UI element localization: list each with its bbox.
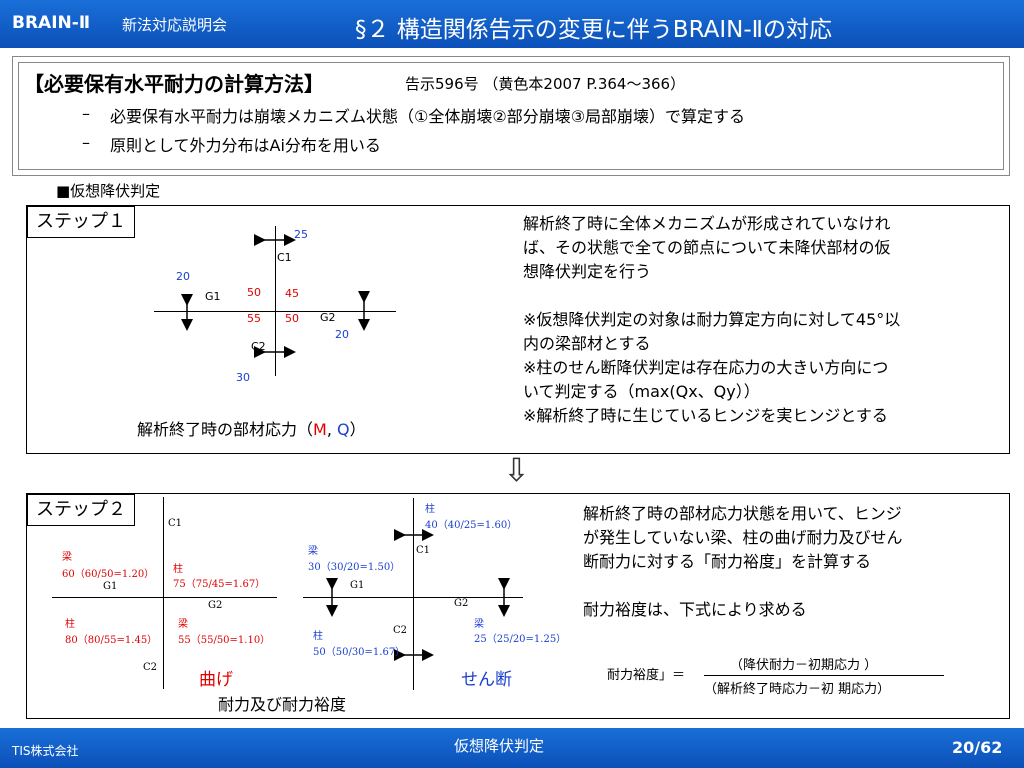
column-label-c2: C2 [251,340,266,353]
fraction-bar [704,675,944,676]
step2-box [26,493,1010,719]
beam-label-g2: G2 [320,311,336,324]
column-label: 柱 [65,619,75,630]
caption-q: Q [337,420,350,439]
footer-company: TIS株式会社 [12,744,79,758]
moment-value: 50 [247,286,261,299]
down-arrow-icon: ⇩ [503,451,530,489]
description-line: 想降伏判定を行う [523,262,652,281]
formula-numerator: （降伏耐力－初期応力 ） [730,658,878,673]
beam-label: 梁 [474,619,484,630]
column-value: 75（75/45=1.67） [173,579,266,590]
header-bar: BRAIN-Ⅱ 新法対応説明会 §２ 構造関係告示の変更に伴うBRAIN-Ⅱの対… [0,0,1024,48]
formula-lhs: 耐力裕度」＝ [607,668,686,683]
bending-title: 曲げ [199,670,233,690]
description-line: ※仮想降伏判定の対象は耐力算定方向に対して45°以 [523,310,901,329]
column-line [163,497,164,689]
column-label: 柱 [173,564,183,575]
page-number: 20/62 [952,738,1003,757]
step2-description: 解析終了時の部材応力状態を用いて、ヒンジ が発生していない梁、柱の曲げ耐力及びせ… [583,502,903,622]
description-line: いて判定する（max(Qx、Qy）） [523,382,760,401]
beam-label-g1: G1 [103,581,118,592]
beam-label-g1: G1 [350,580,365,591]
column-line [275,226,276,376]
step1-description: 解析終了時に全体メカニズムが形成されていなけれ ば、その状態で全ての節点について… [523,212,900,428]
step2-label: ステップ２ [27,494,135,526]
summary-bullet: 原則として外力分布はAi分布を用いる [110,136,381,155]
description-line: ※柱のせん断降伏判定は存在応力の大きい方向につ [523,358,889,377]
step1-label: ステップ１ [27,206,135,238]
description-line: 解析終了時の部材応力状態を用いて、ヒンジ [583,504,902,523]
page-title: §２ 構造関係告示の変更に伴うBRAIN-Ⅱの対応 [355,17,832,43]
beam-value: 60（60/50=1.20） [62,569,155,580]
shear-arrows [181,234,370,358]
shear-title: せん断 [461,670,512,690]
step1-caption: 解析終了時の部材応力（M, Q） [137,416,366,440]
description-line: 内の梁部材とする [523,334,651,353]
column-label: 柱 [425,504,435,515]
description-line [583,574,903,598]
summary-heading: 【必要保有水平耐力の計算方法】 [24,72,324,96]
summary-bullet: 必要保有水平耐力は崩壊メカニズム状態（①全体崩壊②部分崩壊③局部崩壊）で算定する [110,107,746,126]
beam-label-g2: G2 [454,598,469,609]
summary-inner-box [18,62,1004,170]
column-label-c1: C1 [416,545,431,556]
footer-bar: TIS株式会社 仮想降伏判定 20/62 [0,728,1024,768]
description-line: 断耐力に対する「耐力裕度」を計算する [583,552,872,571]
summary-reference: 告示596号 （黄色本2007 P.364～366） [405,75,686,93]
column-value: 40（40/25=1.60） [425,520,518,531]
beam-line [52,597,277,598]
moment-value: 50 [285,312,299,325]
beam-label-g1: G1 [205,290,221,303]
column-value: 80（80/55=1.45） [65,635,158,646]
formula-denominator: （解析終了時応力－初 期応力） [704,682,891,697]
beam-label-g2: G2 [208,600,223,611]
shear-value-g1: 20 [176,270,190,283]
header-app-name: BRAIN-Ⅱ [12,13,91,33]
description-line: ※解析終了時に生じているヒンジを実ヒンジとする [523,406,888,425]
column-value: 50（50/30=1.67） [313,647,406,658]
step2-caption: 耐力及び耐力裕度 [218,695,347,714]
column-label-c2: C2 [393,625,408,636]
description-line: ば、その状態で全ての節点について未降伏部材の仮 [523,238,891,257]
caption-text: ） [349,420,366,439]
moment-value: 55 [247,312,261,325]
header-subtitle: 新法対応説明会 [122,16,228,34]
caption-m: M [313,420,327,439]
beam-label: 梁 [308,546,318,557]
footer-title: 仮想降伏判定 [454,737,545,755]
beam-label: 梁 [62,552,72,563]
shear-value-g2: 20 [335,328,349,341]
beam-value: 30（30/20=1.50） [308,562,401,573]
column-label-c1: C1 [168,518,183,529]
bullet-dash: – [82,133,90,152]
beam-label: 梁 [178,619,188,630]
description-line: 耐力裕度は、下式により求める [583,600,807,619]
section-label: ■仮想降伏判定 [56,182,161,200]
shear-value-c1: 25 [294,228,308,241]
shear-value-c2: 30 [236,371,250,384]
description-line: が発生していない梁、柱の曲げ耐力及びせん [583,528,903,547]
beam-value: 55（55/50=1.10） [178,635,271,646]
column-label-c2: C2 [143,662,158,673]
caption-text: 解析終了時の部材応力（ [137,420,314,439]
column-line [413,498,414,690]
caption-sep: , [326,420,332,439]
bullet-dash: – [82,104,90,123]
beam-line [303,597,523,598]
moment-value: 45 [285,287,299,300]
beam-value: 25（25/20=1.25） [474,634,567,645]
beam-line [154,311,396,312]
description-line: 解析終了時に全体メカニズムが形成されていなけれ [523,214,891,233]
column-label-c1: C1 [277,251,292,264]
column-label: 柱 [313,631,323,642]
